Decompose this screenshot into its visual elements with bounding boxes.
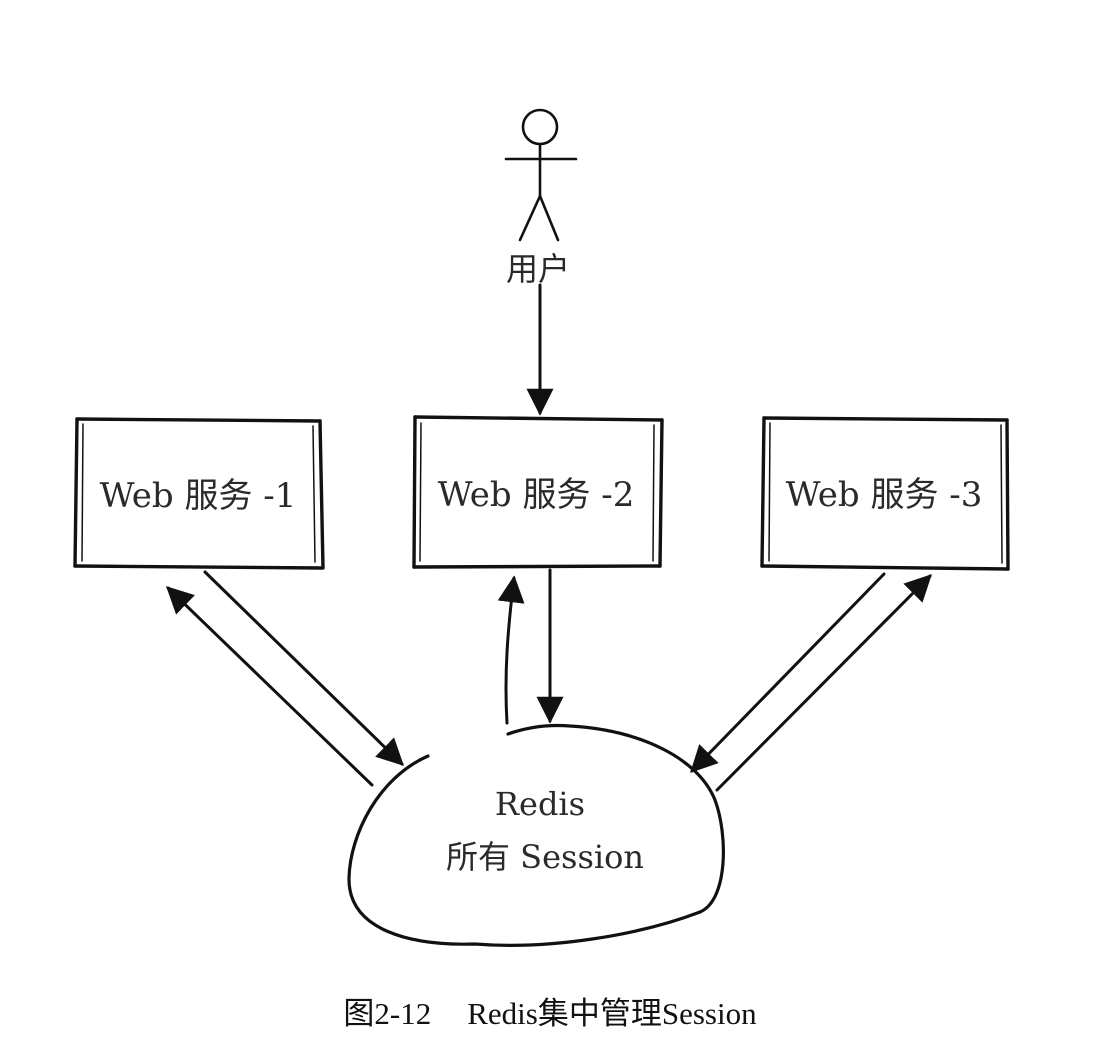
redis-subtitle: 所有 Session (446, 838, 644, 876)
redis-to-web2-arrow (497, 575, 525, 725)
web-service-1-box: Web 服务 -1 (73, 417, 325, 570)
user-actor-icon (504, 108, 578, 242)
web-service-1-label: Web 服务 -1 (100, 476, 297, 516)
figure-number: 图2-12 (343, 996, 432, 1031)
figure-caption: 图2-12 Redis集中管理Session (0, 988, 1100, 1033)
web-service-2-box: Web 服务 -2 (412, 415, 664, 569)
redis-to-web1-arrow (166, 586, 374, 787)
web-service-3-label: Web 服务 -3 (786, 475, 983, 515)
web-service-2-label: Web 服务 -2 (438, 475, 635, 515)
user-label: 用户 (506, 250, 570, 288)
redis-title: Redis (495, 785, 585, 823)
web1-to-redis-arrow (203, 570, 404, 766)
web3-to-redis-arrow (690, 572, 886, 773)
web-service-3-box: Web 服务 -3 (760, 416, 1010, 571)
redis-to-web3-arrow (715, 574, 932, 792)
redis-storage-shape (347, 723, 725, 947)
figure-title: Redis集中管理Session (467, 996, 757, 1031)
